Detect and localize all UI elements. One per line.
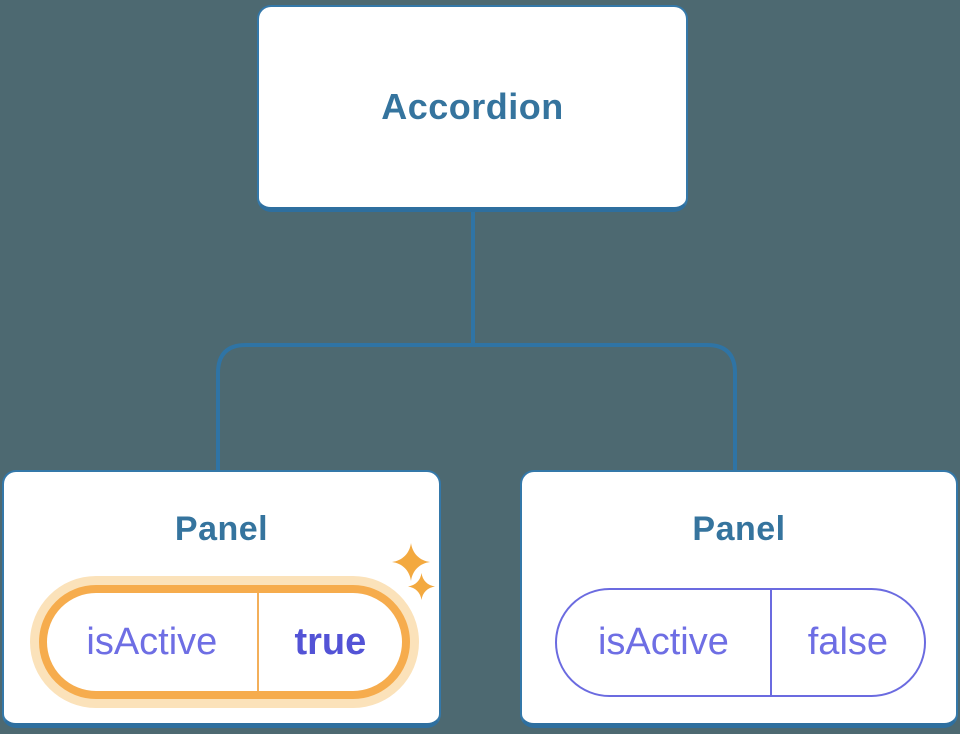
prop-pill-inactive: isActive false (555, 588, 926, 697)
accordion-node-label: Accordion (381, 86, 564, 127)
prop-value-cell: true (294, 620, 367, 663)
accordion-node: Accordion (257, 5, 688, 212)
connector-branch (216, 343, 737, 472)
panel-node-label: Panel (692, 510, 786, 548)
prop-value-cell: false (807, 621, 889, 663)
panel-node-active: Panel isActive true (2, 470, 441, 728)
prop-name-cell: isActive (557, 590, 772, 695)
sparkle-icon (408, 573, 435, 600)
prop-pill-active: isActive true (39, 585, 410, 699)
panel-node-label: Panel (174, 510, 269, 548)
panel-node-inactive: Panel isActive false (520, 470, 958, 728)
prop-name-cell: isActive (47, 593, 259, 691)
